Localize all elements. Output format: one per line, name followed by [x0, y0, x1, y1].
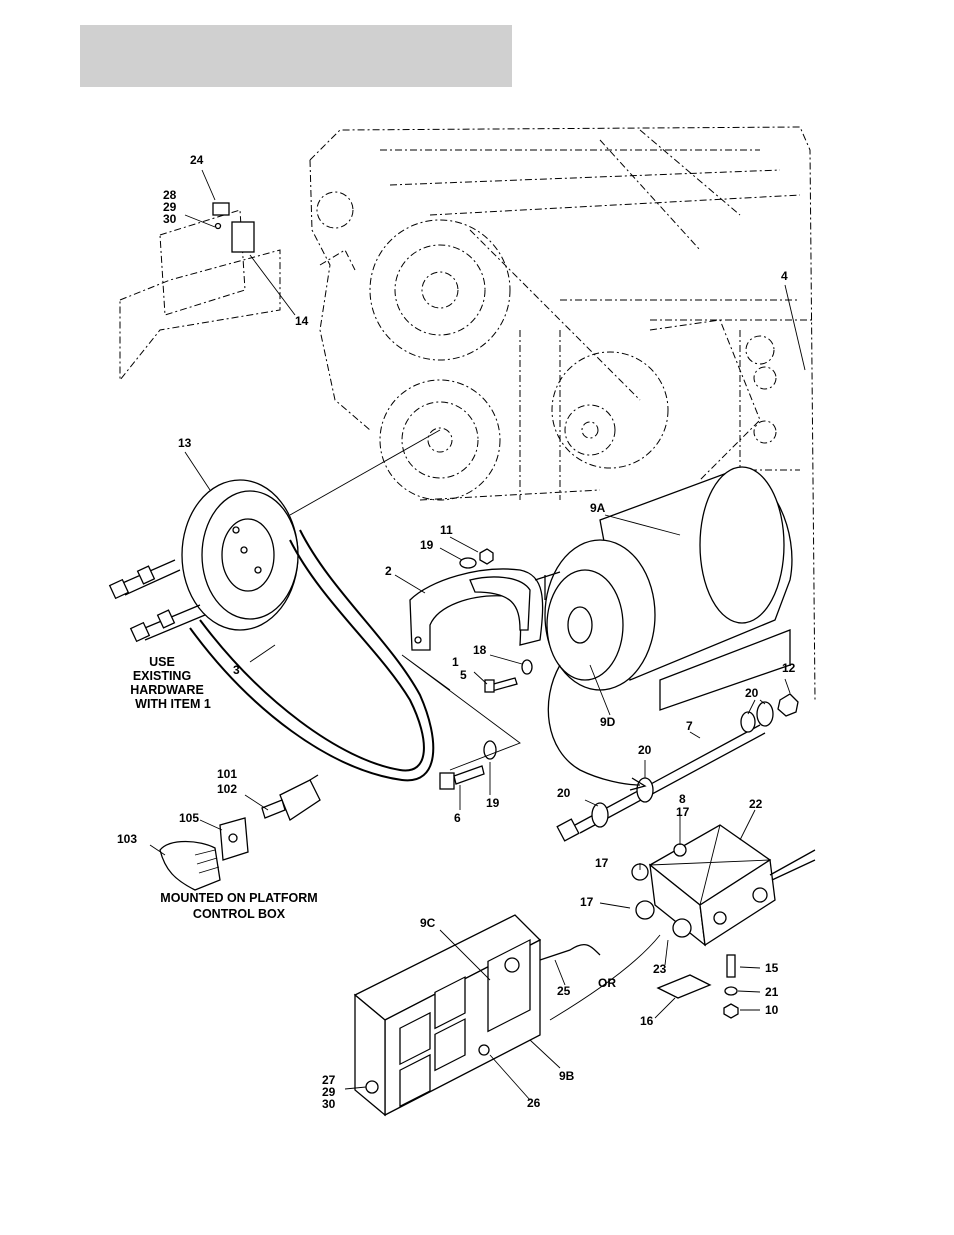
plate-icon [220, 818, 248, 860]
callout-102: 102 [217, 782, 237, 796]
callout-11: 11 [440, 523, 453, 537]
callout-3: 3 [233, 663, 240, 677]
callout-17-low: 17 [580, 895, 594, 909]
callout-9b: 9B [559, 1069, 575, 1083]
callout-30-lower: 30 [322, 1097, 336, 1111]
callout-9d: 9D [600, 715, 616, 729]
callout-23: 23 [653, 962, 667, 976]
callout-8: 8 [679, 792, 686, 806]
callout-12: 12 [782, 661, 796, 675]
callout-26: 26 [527, 1096, 541, 1110]
box-hardware [658, 955, 738, 1018]
callout-21: 21 [765, 985, 779, 999]
callout-9a: 9A [590, 501, 606, 515]
callout-5: 5 [460, 668, 467, 682]
callout-22: 22 [749, 797, 763, 811]
callout-2: 2 [385, 564, 392, 578]
callout-14: 14 [295, 314, 309, 328]
relay-bracket [120, 210, 280, 380]
note-use-existing: USE EXISTING HARDWARE WITH ITEM 1 [130, 655, 211, 711]
generator-icon [535, 467, 792, 710]
callout-19-lower: 19 [486, 796, 500, 810]
callout-or: OR [598, 976, 616, 990]
boot-icon [160, 842, 220, 891]
callout-16: 16 [640, 1014, 654, 1028]
note-mounted: MOUNTED ON PLATFORM CONTROL BOX [160, 891, 317, 921]
note-line-3: HARDWARE [130, 683, 204, 697]
relay-icon [213, 203, 254, 252]
note-line-2: EXISTING [133, 669, 191, 683]
callout-17-top: 17 [676, 805, 690, 819]
callout-10: 10 [765, 1003, 779, 1017]
note-line-1: USE [149, 655, 175, 669]
callout-19: 19 [420, 538, 434, 552]
callout-101: 101 [217, 767, 237, 781]
junction-box-icon [632, 825, 815, 945]
callout-103: 103 [117, 832, 137, 846]
mounted-line-2: CONTROL BOX [193, 907, 286, 921]
callout-24: 24 [190, 153, 204, 167]
pulley-icon [182, 480, 298, 630]
callout-4: 4 [781, 269, 788, 283]
callout-105: 105 [179, 811, 199, 825]
callout-15: 15 [765, 961, 779, 975]
callout-9c: 9C [420, 916, 436, 930]
callout-30: 30 [163, 212, 177, 226]
bracket-icon [410, 569, 543, 650]
callout-20-mid: 20 [638, 743, 652, 757]
note-line-4: WITH ITEM 1 [135, 697, 211, 711]
mounted-line-1: MOUNTED ON PLATFORM [160, 891, 317, 905]
callout-20-left: 20 [557, 786, 571, 800]
callout-18: 18 [473, 643, 487, 657]
callout-25: 25 [557, 984, 571, 998]
outlet-box-icon [355, 915, 600, 1115]
callout-20-right: 20 [745, 686, 759, 700]
callout-6: 6 [454, 811, 461, 825]
callout-17-mid: 17 [595, 856, 609, 870]
toggle-switch-icon [262, 775, 320, 820]
callout-7: 7 [686, 719, 693, 733]
callout-13: 13 [178, 436, 192, 450]
callout-1: 1 [452, 655, 459, 669]
